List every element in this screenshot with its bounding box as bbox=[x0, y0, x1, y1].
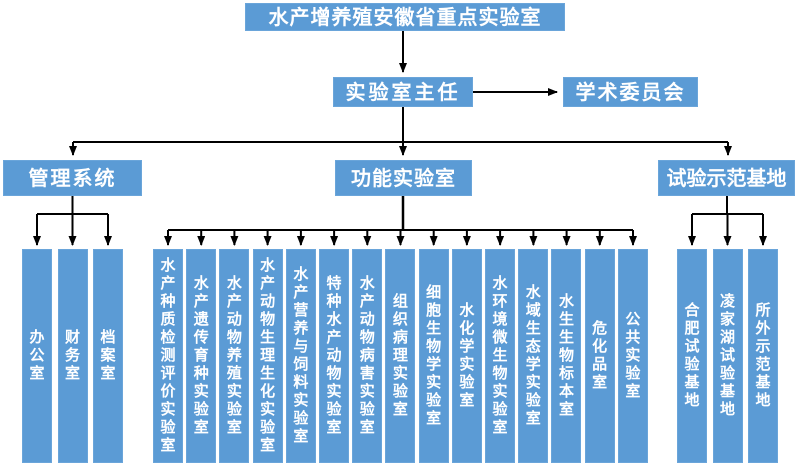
leaf-box-lab-6: 水产动物病害实验室 bbox=[352, 249, 383, 463]
root-box: 水产增养殖安徽省重点实验室 bbox=[245, 3, 565, 31]
director-box: 实验室主任 bbox=[333, 77, 473, 107]
leaf-box-lab-4: 水产营养与饲料实验室 bbox=[285, 249, 316, 463]
leaf-box-finance: 财务室 bbox=[57, 249, 88, 463]
leaf-box-lab-1: 水产遗传育种实验室 bbox=[186, 249, 217, 463]
functional-leaf-row: 水产种质检测评价实验室 水产遗传育种实验室 水产动物养殖实验室 水产动物生理生化… bbox=[153, 249, 648, 463]
leaf-box-archives: 档案室 bbox=[93, 249, 123, 463]
leaf-box-base-1: 凌家湖试验基地 bbox=[712, 249, 743, 463]
leaf-box-lab-0: 水产种质检测评价实验室 bbox=[153, 249, 183, 463]
leaf-box-base-0: 合肥试验基地 bbox=[677, 249, 707, 463]
leaf-box-lab-14: 公共实验室 bbox=[617, 249, 648, 463]
leaf-box-lab-5: 特种水产动物实验室 bbox=[319, 249, 350, 463]
leaf-box-lab-9: 水化学实验室 bbox=[451, 249, 482, 463]
leaf-box-lab-2: 水产动物养殖实验室 bbox=[219, 249, 250, 463]
group-box-bases: 试验示范基地 bbox=[658, 160, 795, 196]
leaf-box-lab-10: 水环境微生物实验室 bbox=[485, 249, 516, 463]
leaf-box-lab-12: 水生生物标本室 bbox=[551, 249, 582, 463]
group-box-functional: 功能实验室 bbox=[335, 160, 472, 196]
leaf-box-office: 办公室 bbox=[22, 249, 52, 463]
group-box-management: 管理系统 bbox=[3, 160, 142, 196]
leaf-box-lab-3: 水产动物生理生化实验室 bbox=[252, 249, 283, 463]
leaf-box-lab-13: 危化品室 bbox=[584, 249, 615, 463]
management-leaf-row: 办公室 财务室 档案室 bbox=[22, 249, 123, 463]
leaf-box-base-2: 所外示范基地 bbox=[748, 249, 778, 463]
leaf-box-lab-8: 细胞生物学实验室 bbox=[418, 249, 449, 463]
leaf-box-lab-11: 水域生态学实验室 bbox=[518, 249, 549, 463]
bases-leaf-row: 合肥试验基地 凌家湖试验基地 所外示范基地 bbox=[677, 249, 778, 463]
leaf-box-lab-7: 组织病理实验室 bbox=[385, 249, 416, 463]
committee-box: 学术委员会 bbox=[563, 77, 698, 107]
